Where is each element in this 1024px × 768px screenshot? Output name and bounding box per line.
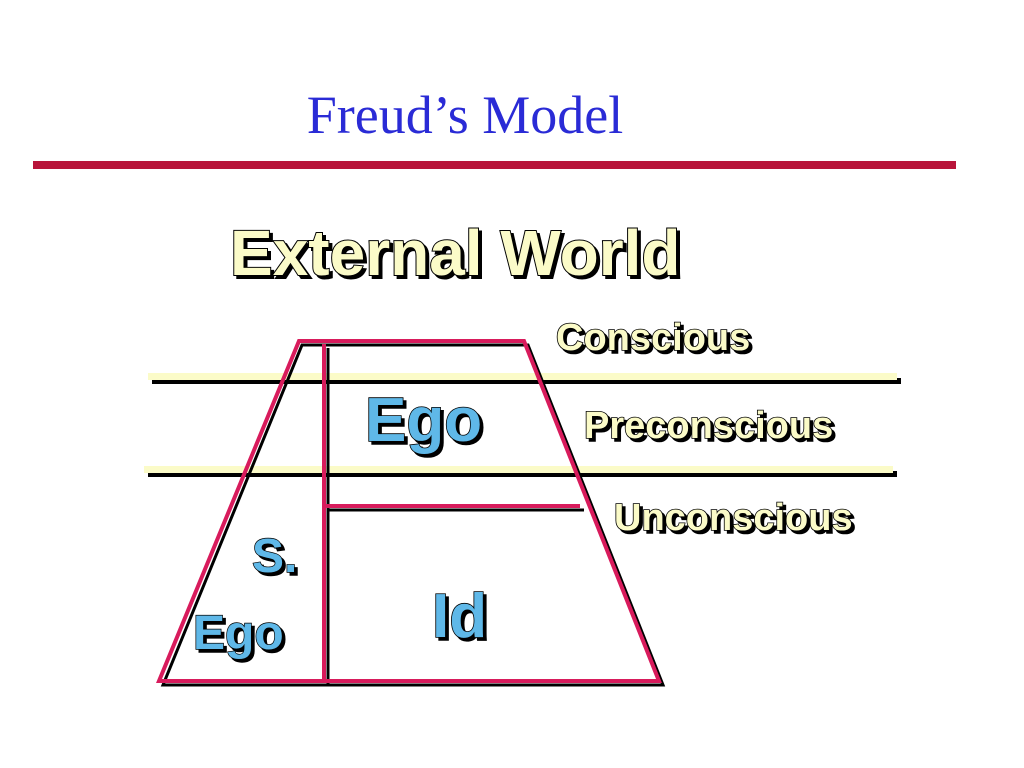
conscious-preconscious-divider (148, 373, 901, 384)
title-divider (33, 161, 956, 169)
preconscious-unconscious-divider (144, 466, 897, 477)
conscious-label: Conscious (556, 317, 750, 359)
superego-label-line1: S. (252, 530, 297, 583)
psyche-trapezoid (156, 339, 662, 683)
preconscious-label: Preconscious (584, 405, 833, 447)
ego-label: Ego (365, 386, 482, 455)
superego-label-line2: Ego (193, 607, 284, 660)
unconscious-label: Unconscious (614, 497, 853, 539)
slide-title: Freud’s Model (306, 85, 624, 145)
external-world-label: External World (230, 217, 680, 289)
id-label: Id (432, 582, 487, 651)
